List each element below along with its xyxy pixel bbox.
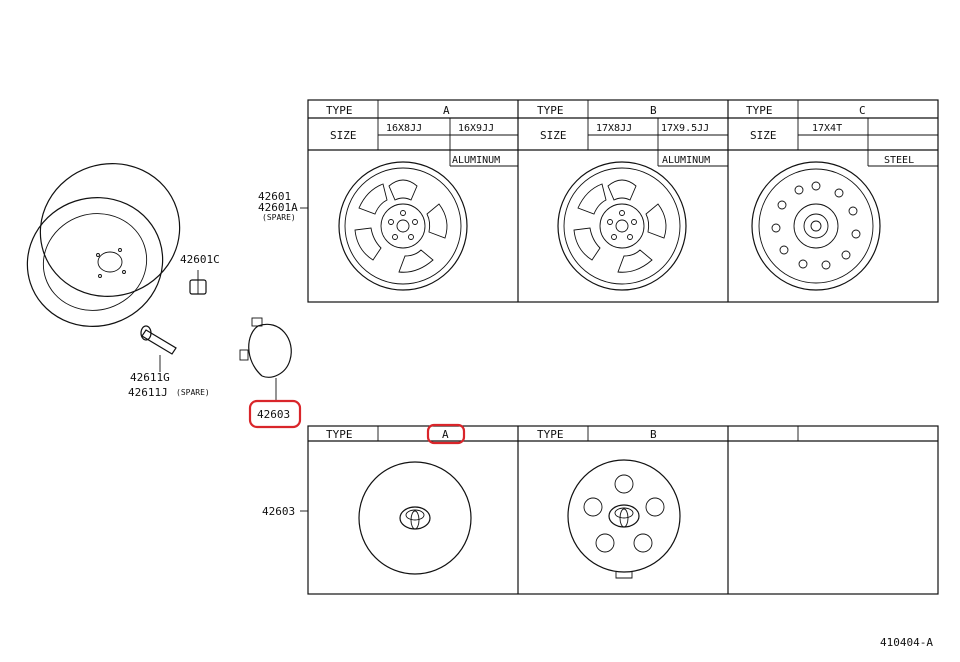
- wheel-size-label-c: SIZE: [750, 129, 777, 142]
- wheel-type-a: A: [443, 104, 450, 117]
- wheel-type-label-b: TYPE: [537, 104, 564, 117]
- alloy-wheel-a-icon: [338, 161, 468, 291]
- wheel-size-a-2: 16X9JJ: [458, 123, 494, 134]
- wheel-size-a-1: 16X8JJ: [386, 123, 422, 134]
- label-spare-valve: (SPARE): [176, 388, 210, 397]
- alloy-wheel-b-icon: [557, 161, 687, 291]
- tire-wheel-icon: [26, 163, 181, 327]
- cap-type-label-a: TYPE: [326, 428, 353, 441]
- label-42611g: 42611G: [130, 371, 170, 384]
- wheel-material-c: STEEL: [884, 155, 914, 166]
- wheel-type-label-a: TYPE: [326, 104, 353, 117]
- wheel-size-b-1: 17X8JJ: [596, 123, 632, 134]
- center-cap-a-icon: [358, 461, 472, 575]
- wheel-material-a: ALUMINUM: [452, 155, 500, 166]
- wheel-type-label-c: TYPE: [746, 104, 773, 117]
- label-42601a: 42601A: [258, 201, 298, 214]
- wheel-size-c-1: 17X4T: [812, 123, 842, 134]
- label-42601c: 42601C: [180, 253, 220, 266]
- wheel-table: [307, 99, 939, 303]
- cap-type-b: B: [650, 428, 657, 441]
- label-42603-row: 42603: [262, 505, 295, 518]
- cap-type-label-b: TYPE: [537, 428, 564, 441]
- cap-type-a: A: [442, 428, 449, 441]
- steel-wheel-c-icon: [751, 161, 881, 291]
- wheel-size-b-2: 17X9.5JJ: [661, 123, 709, 134]
- center-cap-side-icon: [239, 317, 292, 402]
- highlight-cap-a: [426, 423, 466, 445]
- wheel-size-label-a: SIZE: [330, 129, 357, 142]
- wheel-size-label-b: SIZE: [540, 129, 567, 142]
- highlight-42603: [248, 399, 302, 429]
- valve-stem-icon: [140, 325, 177, 372]
- center-cap-b-icon: [567, 459, 681, 579]
- wheel-type-b: B: [650, 104, 657, 117]
- label-spare-wheel: (SPARE): [262, 213, 296, 222]
- wheel-material-b: ALUMINUM: [662, 155, 710, 166]
- label-42601: 42601: [258, 190, 291, 203]
- cap-table: [307, 425, 939, 595]
- wheel-type-c: C: [859, 104, 866, 117]
- diagram-code: 410404-A: [880, 636, 933, 649]
- hub-nut-icon: [189, 270, 207, 295]
- label-42611j: 42611J: [128, 386, 168, 399]
- label-42603: 42603: [257, 408, 290, 421]
